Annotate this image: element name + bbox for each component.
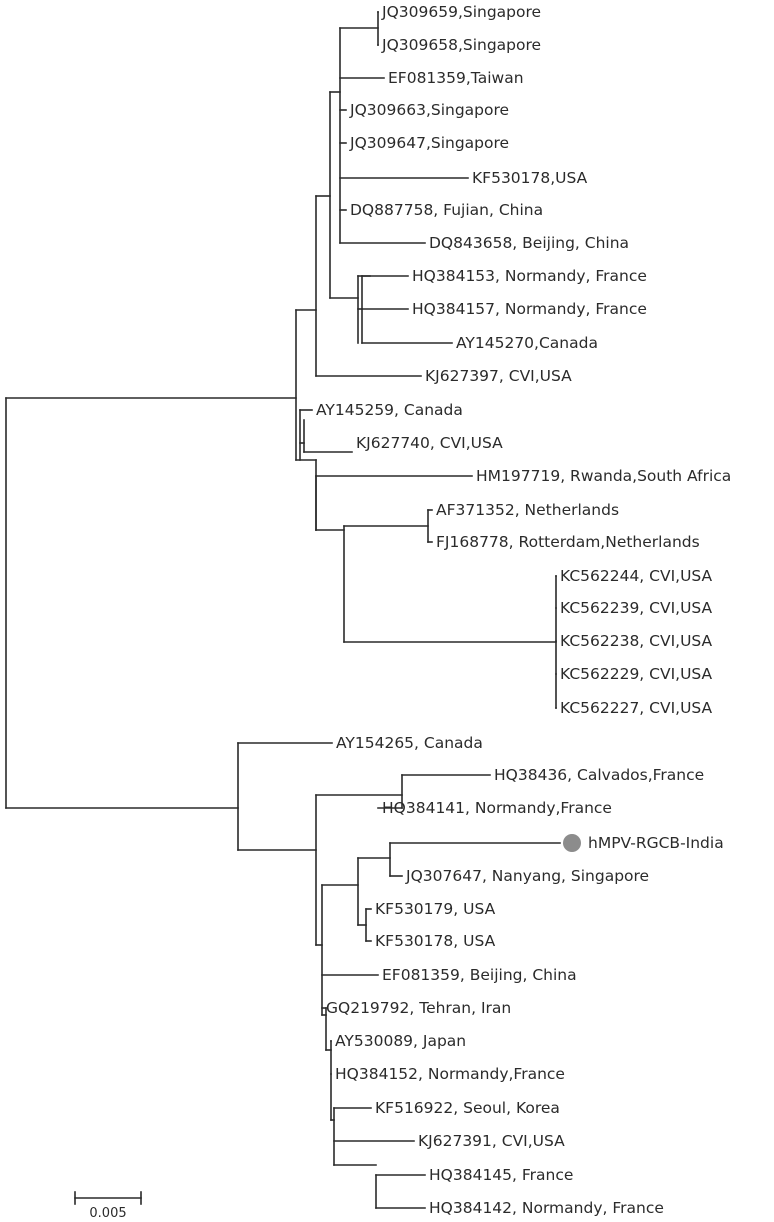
leaf-label: HQ384145, France	[429, 1166, 573, 1184]
leaf-label: AY530089, Japan	[335, 1032, 466, 1050]
leaf-label: AF371352, Netherlands	[436, 501, 619, 519]
leaf-label: KC562229, CVI,USA	[560, 665, 713, 683]
leaf-label: KF516922, Seoul, Korea	[375, 1099, 560, 1117]
leaf-label: HQ384142, Normandy, France	[429, 1199, 664, 1217]
leaf-label: HM197719, Rwanda,South Africa	[476, 467, 731, 485]
leaf-label: HQ384153, Normandy, France	[412, 267, 647, 285]
leaf-label: AY145259, Canada	[316, 401, 463, 419]
leaf-label: AY154265, Canada	[336, 734, 483, 752]
leaf-label: GQ219792, Tehran, Iran	[326, 999, 511, 1017]
leaf-label: KC562238, CVI,USA	[560, 632, 713, 650]
leaf-label: KJ627391, CVI,USA	[418, 1132, 565, 1150]
leaf-label: FJ168778, Rotterdam,Netherlands	[436, 533, 700, 551]
leaf-label: HQ384157, Normandy, France	[412, 300, 647, 318]
leaf-label: KF530179, USA	[375, 900, 496, 918]
leaf-label: KJ627740, CVI,USA	[356, 434, 503, 452]
leaf-label: hMPV-RGCB-India	[588, 834, 724, 852]
tree-leaf-labels: JQ309659,SingaporeJQ309658,SingaporeEF08…	[316, 3, 731, 1217]
leaf-label: KC562227, CVI,USA	[560, 699, 713, 717]
leaf-label: JQ307647, Nanyang, Singapore	[405, 867, 649, 885]
leaf-label: JQ309663,Singapore	[349, 101, 509, 119]
leaf-label: DQ887758, Fujian, China	[350, 201, 543, 219]
leaf-label: JQ309659,Singapore	[381, 3, 541, 21]
leaf-label: EF081359, Beijing, China	[382, 966, 577, 984]
leaf-label: KF530178,USA	[472, 169, 588, 187]
leaf-label: JQ309658,Singapore	[381, 36, 541, 54]
leaf-label: HQ384152, Normandy,France	[335, 1065, 565, 1083]
leaf-label: AY145270,Canada	[456, 334, 598, 352]
scale-bar-label: 0.005	[89, 1206, 126, 1221]
leaf-label: KC562244, CVI,USA	[560, 567, 713, 585]
leaf-label: HQ384141, Normandy,France	[382, 799, 612, 817]
leaf-label: JQ309647,Singapore	[349, 134, 509, 152]
scale-bar: 0.005	[74, 1191, 142, 1221]
leaf-label: DQ843658, Beijing, China	[429, 234, 629, 252]
leaf-label: HQ38436, Calvados,France	[494, 766, 704, 784]
leaf-label: KJ627397, CVI,USA	[425, 367, 572, 385]
leaf-label: KC562239, CVI,USA	[560, 599, 713, 617]
leaf-label: KF530178, USA	[375, 932, 496, 950]
leaf-label: EF081359,Taiwan	[388, 69, 524, 87]
highlight-marker-icon	[563, 834, 581, 852]
tree-branches	[5, 11, 561, 1209]
